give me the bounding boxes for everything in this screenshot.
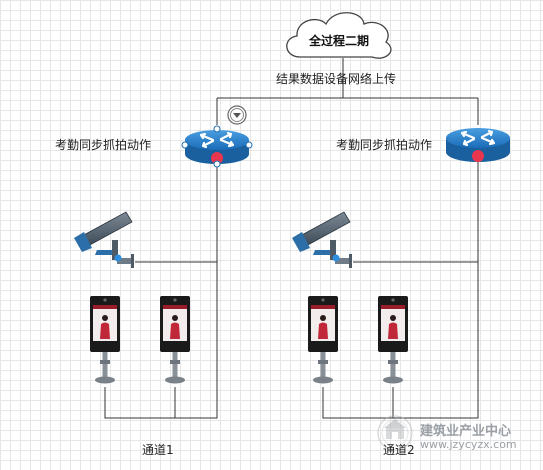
- cloud-icon: [286, 12, 392, 59]
- channel-label-2: 通道2: [383, 443, 415, 457]
- router-icon[interactable]: [185, 130, 249, 164]
- right-terminal1-link: [322, 387, 393, 419]
- channel-label-1: 通道1: [142, 443, 174, 457]
- router-icon: [446, 128, 510, 162]
- upload-label: 结果数据设备网络上传: [276, 72, 397, 86]
- selection-handles[interactable]: [181, 125, 253, 168]
- camera-icon: [292, 211, 352, 268]
- watermark-logo-icon: [377, 415, 413, 451]
- connection-lines: [104, 58, 479, 419]
- dropdown-indicator-icon[interactable]: [227, 105, 247, 125]
- face-terminals: [90, 296, 408, 384]
- router-caption-left: 考勤同步抓拍动作: [55, 138, 152, 152]
- router-caption-right: 考勤同步抓拍动作: [336, 138, 433, 152]
- right-trunk: [392, 160, 479, 419]
- left-trunk: [174, 165, 218, 419]
- watermark-url: www.jzycyzx.com: [420, 438, 517, 451]
- face-terminal-icon: [308, 296, 338, 384]
- cloud-label: 全过程二期: [309, 34, 370, 48]
- left-terminal1-link: [104, 387, 175, 419]
- face-terminal-icon: [90, 296, 120, 384]
- face-terminal-icon: [160, 296, 190, 384]
- watermark-name: 建筑业产业中心: [420, 424, 512, 439]
- camera-icon: [74, 211, 134, 268]
- face-terminal-icon: [378, 296, 408, 384]
